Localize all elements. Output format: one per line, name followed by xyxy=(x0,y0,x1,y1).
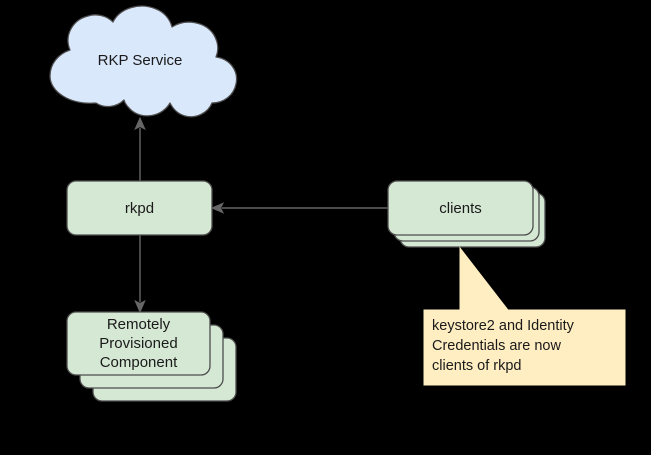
callout-note[interactable] xyxy=(423,246,626,386)
cloud-shape-rkp-service[interactable] xyxy=(49,5,238,118)
node-clients[interactable] xyxy=(387,180,546,248)
arrow-clients-to-rkpd xyxy=(210,202,388,214)
node-rkpd[interactable] xyxy=(66,180,213,236)
arrow-rkpd-to-cloud xyxy=(134,116,146,181)
node-remotely-provisioned-component[interactable] xyxy=(66,311,237,402)
arrow-rkpd-to-component xyxy=(134,235,146,314)
